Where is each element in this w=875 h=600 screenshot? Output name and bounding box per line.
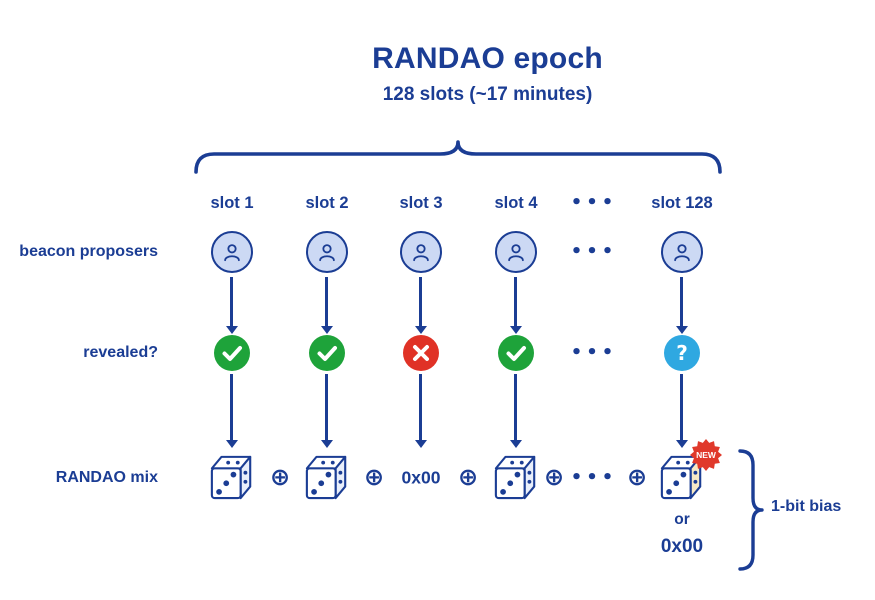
xor-icon: ⊕ bbox=[543, 463, 565, 491]
proposer-avatar-3 bbox=[400, 231, 442, 273]
mix-zero-value: 0x00 bbox=[401, 467, 441, 488]
slot-label-128: slot 128 bbox=[651, 194, 713, 212]
person-icon bbox=[674, 244, 690, 262]
die-icon bbox=[494, 455, 536, 500]
die-icon bbox=[305, 455, 347, 500]
slots-ellipsis: ••• bbox=[570, 192, 618, 213]
new-badge-text: NEW bbox=[696, 450, 717, 460]
alt-mix-value: 0x00 bbox=[660, 536, 704, 557]
revealed-unknown-badge: ? bbox=[664, 335, 700, 371]
proposer-avatar-128 bbox=[661, 231, 703, 273]
epoch-brace bbox=[194, 140, 722, 174]
arrow-down-icon bbox=[419, 374, 422, 440]
cross-icon bbox=[413, 345, 429, 361]
xor-icon: ⊕ bbox=[363, 463, 385, 491]
check-icon bbox=[506, 346, 526, 361]
slot-label-4: slot 4 bbox=[494, 194, 538, 212]
person-icon bbox=[224, 244, 240, 262]
row-label-randao-mix: RANDAO mix bbox=[55, 469, 158, 486]
or-label: or bbox=[674, 511, 690, 528]
proposers-ellipsis: ••• bbox=[570, 241, 618, 262]
xor-icon: ⊕ bbox=[269, 463, 291, 491]
person-icon bbox=[508, 244, 524, 262]
arrow-down-icon bbox=[325, 374, 328, 440]
revealed-yes-badge bbox=[498, 335, 534, 371]
proposer-avatar-4 bbox=[495, 231, 537, 273]
mix-ellipsis: ••• bbox=[570, 467, 618, 488]
bias-label: 1-bit bias bbox=[771, 498, 842, 515]
bias-brace bbox=[738, 449, 764, 571]
arrow-down-icon bbox=[514, 374, 517, 440]
check-icon bbox=[222, 346, 242, 361]
proposer-avatar-1 bbox=[211, 231, 253, 273]
slot-label-3: slot 3 bbox=[399, 194, 443, 212]
xor-icon: ⊕ bbox=[626, 463, 648, 491]
revealed-no-badge bbox=[403, 335, 439, 371]
arrow-down-icon bbox=[514, 277, 517, 326]
slot-label-2: slot 2 bbox=[305, 194, 349, 212]
diagram-title: RANDAO epoch bbox=[372, 42, 603, 75]
arrow-down-icon bbox=[680, 277, 683, 326]
proposer-avatar-2 bbox=[306, 231, 348, 273]
arrow-down-icon bbox=[680, 374, 683, 440]
slot-label-1: slot 1 bbox=[210, 194, 254, 212]
new-badge: NEW bbox=[690, 439, 722, 471]
revealed-yes-badge bbox=[309, 335, 345, 371]
arrow-down-icon bbox=[419, 277, 422, 326]
die-icon-new bbox=[660, 455, 702, 500]
revealed-yes-badge bbox=[214, 335, 250, 371]
revealed-ellipsis: ••• bbox=[570, 342, 618, 363]
question-mark-icon: ? bbox=[676, 341, 688, 365]
check-icon bbox=[317, 346, 337, 361]
arrow-down-icon bbox=[230, 374, 233, 440]
person-icon bbox=[319, 244, 335, 262]
row-label-beacon-proposers: beacon proposers bbox=[19, 243, 158, 260]
die-icon bbox=[210, 455, 252, 500]
person-icon bbox=[413, 244, 429, 262]
row-label-revealed: revealed? bbox=[83, 344, 158, 361]
xor-icon: ⊕ bbox=[457, 463, 479, 491]
arrow-down-icon bbox=[325, 277, 328, 326]
diagram-subtitle: 128 slots (~17 minutes) bbox=[382, 84, 593, 105]
arrow-down-icon bbox=[230, 277, 233, 326]
